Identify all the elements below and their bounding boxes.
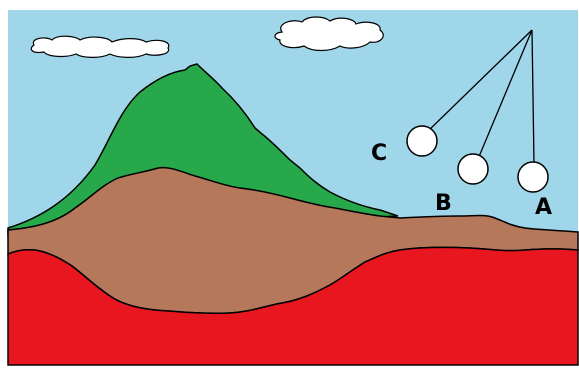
pendulum-bob-a <box>518 162 548 192</box>
pendulum-bob-c <box>407 126 437 156</box>
pendulum-label-a: A <box>535 195 552 220</box>
pendulum-label-c: C <box>371 141 387 166</box>
pendulum-label-b: B <box>435 191 452 216</box>
pendulum-bob-b <box>458 154 488 184</box>
